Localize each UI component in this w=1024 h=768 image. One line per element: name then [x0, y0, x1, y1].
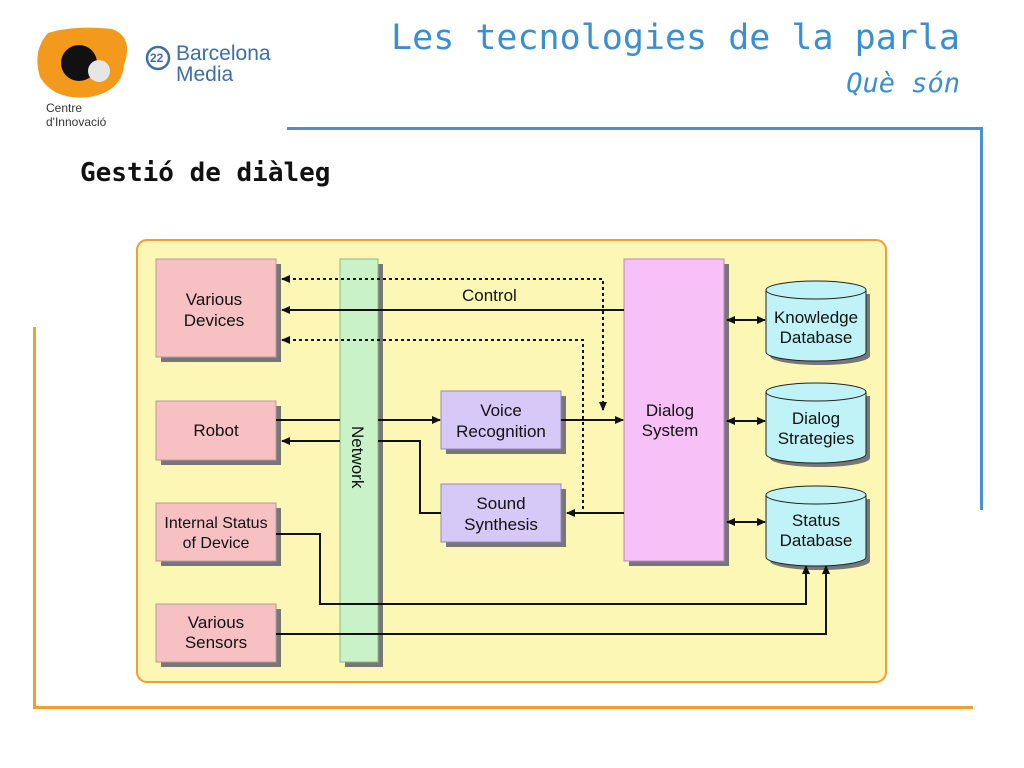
logo-brand-line2: Media	[176, 63, 234, 86]
voice-recognition-line1: Voice	[480, 401, 522, 420]
internal-status-line2: of Device	[183, 535, 250, 552]
logo-centre-text: Centre d'Innovació	[46, 101, 106, 129]
strategies-db-line2: Strategies	[778, 429, 855, 448]
dotted-control-line-1	[281, 275, 607, 411]
frame-line-top	[287, 127, 983, 130]
various-sensors-line1: Various	[188, 613, 244, 632]
sensors-to-db-line	[276, 565, 830, 635]
various-sensors-line2: Sensors	[185, 633, 247, 652]
brand-number-badge: 22	[150, 51, 164, 65]
frame-line-left	[33, 327, 36, 709]
status-db-line2: Database	[780, 531, 853, 550]
box-internal-status: Internal Status of Device	[155, 502, 281, 566]
dialog-system-line2: System	[642, 421, 699, 440]
section-heading: Gestió de diàleg	[80, 158, 331, 188]
robot-label: Robot	[193, 421, 239, 440]
internal-status-to-db-line	[276, 533, 810, 605]
box-voice-recognition: Voice Recognition	[440, 390, 566, 454]
status-db-line1: Status	[792, 511, 840, 530]
page-title: Les tecnologies de la parla	[391, 18, 960, 58]
box-dialog-system: Dialog System	[623, 258, 729, 566]
database-status: Status Database	[765, 485, 870, 570]
dialog-system-line1: Dialog	[646, 401, 694, 420]
box-robot: Robot	[155, 400, 281, 465]
box-sound-synthesis: Sound Synthesis	[440, 483, 566, 547]
logo-centre-line2: d'Innovació	[46, 115, 107, 129]
logo-brand-line1: Barcelona	[176, 42, 271, 65]
diagram-connectors	[276, 275, 830, 635]
database-knowledge: Knowledge Database	[765, 280, 870, 365]
box-various-devices: Various Devices	[155, 258, 281, 362]
box-various-sensors: Various Sensors	[155, 603, 281, 667]
internal-status-line1: Internal Status	[164, 515, 267, 532]
box-network: Network	[339, 258, 383, 667]
sound-synthesis-line2: Synthesis	[464, 515, 538, 534]
network-label: Network	[348, 426, 367, 489]
various-devices-line2: Devices	[184, 311, 244, 330]
frame-line-right	[980, 127, 983, 510]
sound-synthesis-line1: Sound	[476, 494, 525, 513]
centre-innovacio-logo	[34, 25, 284, 135]
page-subtitle: Què són	[846, 68, 960, 99]
voice-recognition-line2: Recognition	[456, 422, 546, 441]
logo-mark-icon	[37, 27, 171, 98]
logo-brand-text: Barcelona Media	[176, 43, 271, 85]
brand-number: 22	[150, 51, 164, 65]
control-label: Control	[462, 286, 517, 305]
strategies-db-line1: Dialog	[792, 409, 840, 428]
logo-centre-line1: Centre	[46, 101, 83, 115]
various-devices-line1: Various	[186, 290, 242, 309]
database-strategies: Dialog Strategies	[765, 382, 870, 467]
knowledge-db-line2: Database	[780, 328, 853, 347]
dotted-control-line-2	[281, 336, 584, 509]
synthesis-to-network-line	[378, 440, 441, 514]
knowledge-db-line1: Knowledge	[774, 308, 858, 327]
frame-line-bottom	[33, 706, 973, 709]
